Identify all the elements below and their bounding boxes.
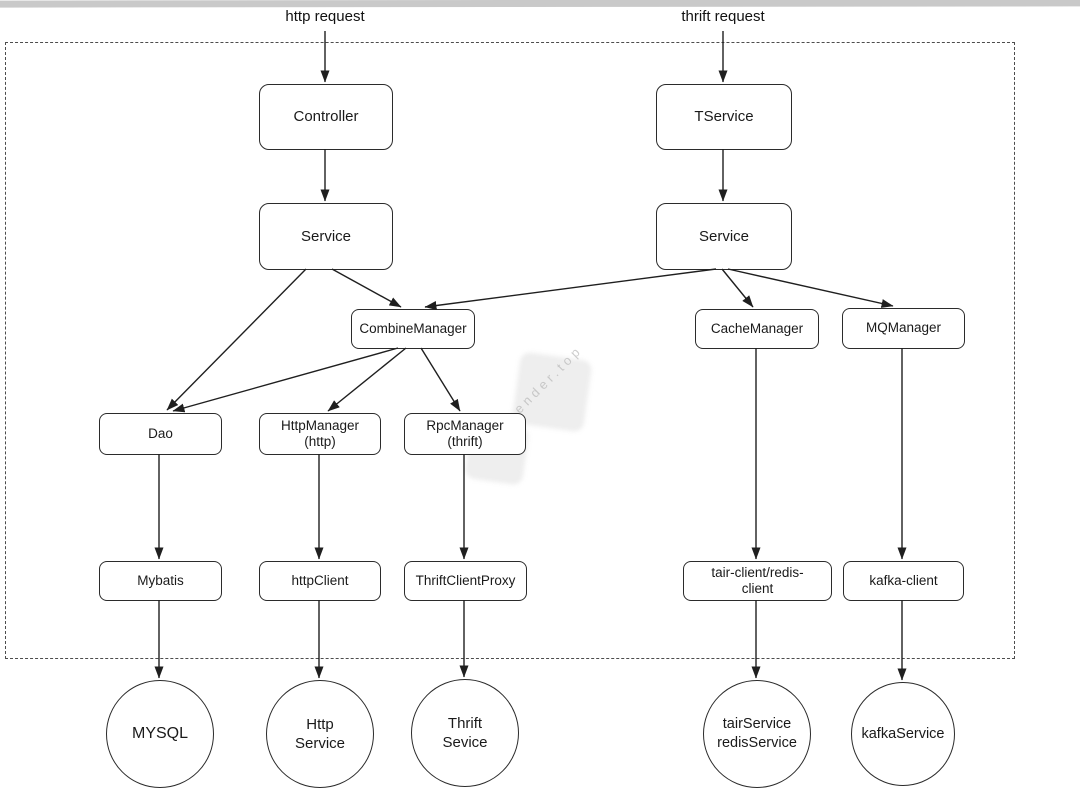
endpoint-mysql: MYSQL bbox=[106, 680, 214, 788]
photo-edge-artifact bbox=[0, 0, 1080, 8]
system-boundary bbox=[5, 42, 1015, 659]
node-mq-manager: MQManager bbox=[842, 308, 965, 349]
endpoint-kafka-service: kafkaService bbox=[851, 682, 955, 786]
node-http-client: httpClient bbox=[259, 561, 381, 601]
node-rpc-manager: RpcManager (thrift) bbox=[404, 413, 526, 455]
node-tservice: TService bbox=[656, 84, 792, 150]
http-request-label: http request bbox=[285, 8, 365, 25]
node-service-http: Service bbox=[259, 203, 393, 270]
endpoint-tair-redis-service: tairService redisService bbox=[703, 680, 811, 788]
node-combine-manager: CombineManager bbox=[351, 309, 475, 349]
thrift-request-label: thrift request bbox=[681, 8, 765, 25]
node-controller: Controller bbox=[259, 84, 393, 150]
node-kafka-client: kafka-client bbox=[843, 561, 964, 601]
node-cache-manager: CacheManager bbox=[695, 309, 819, 349]
endpoint-http-service: Http Service bbox=[266, 680, 374, 788]
endpoint-thrift-sevice: Thrift Sevice bbox=[411, 679, 519, 787]
node-mybatis: Mybatis bbox=[99, 561, 222, 601]
node-dao: Dao bbox=[99, 413, 222, 455]
node-service-thrift: Service bbox=[656, 203, 792, 270]
node-thrift-client-proxy: ThriftClientProxy bbox=[404, 561, 527, 601]
node-tair-redis-client: tair-client/redis- client bbox=[683, 561, 832, 601]
node-http-manager: HttpManager (http) bbox=[259, 413, 381, 455]
